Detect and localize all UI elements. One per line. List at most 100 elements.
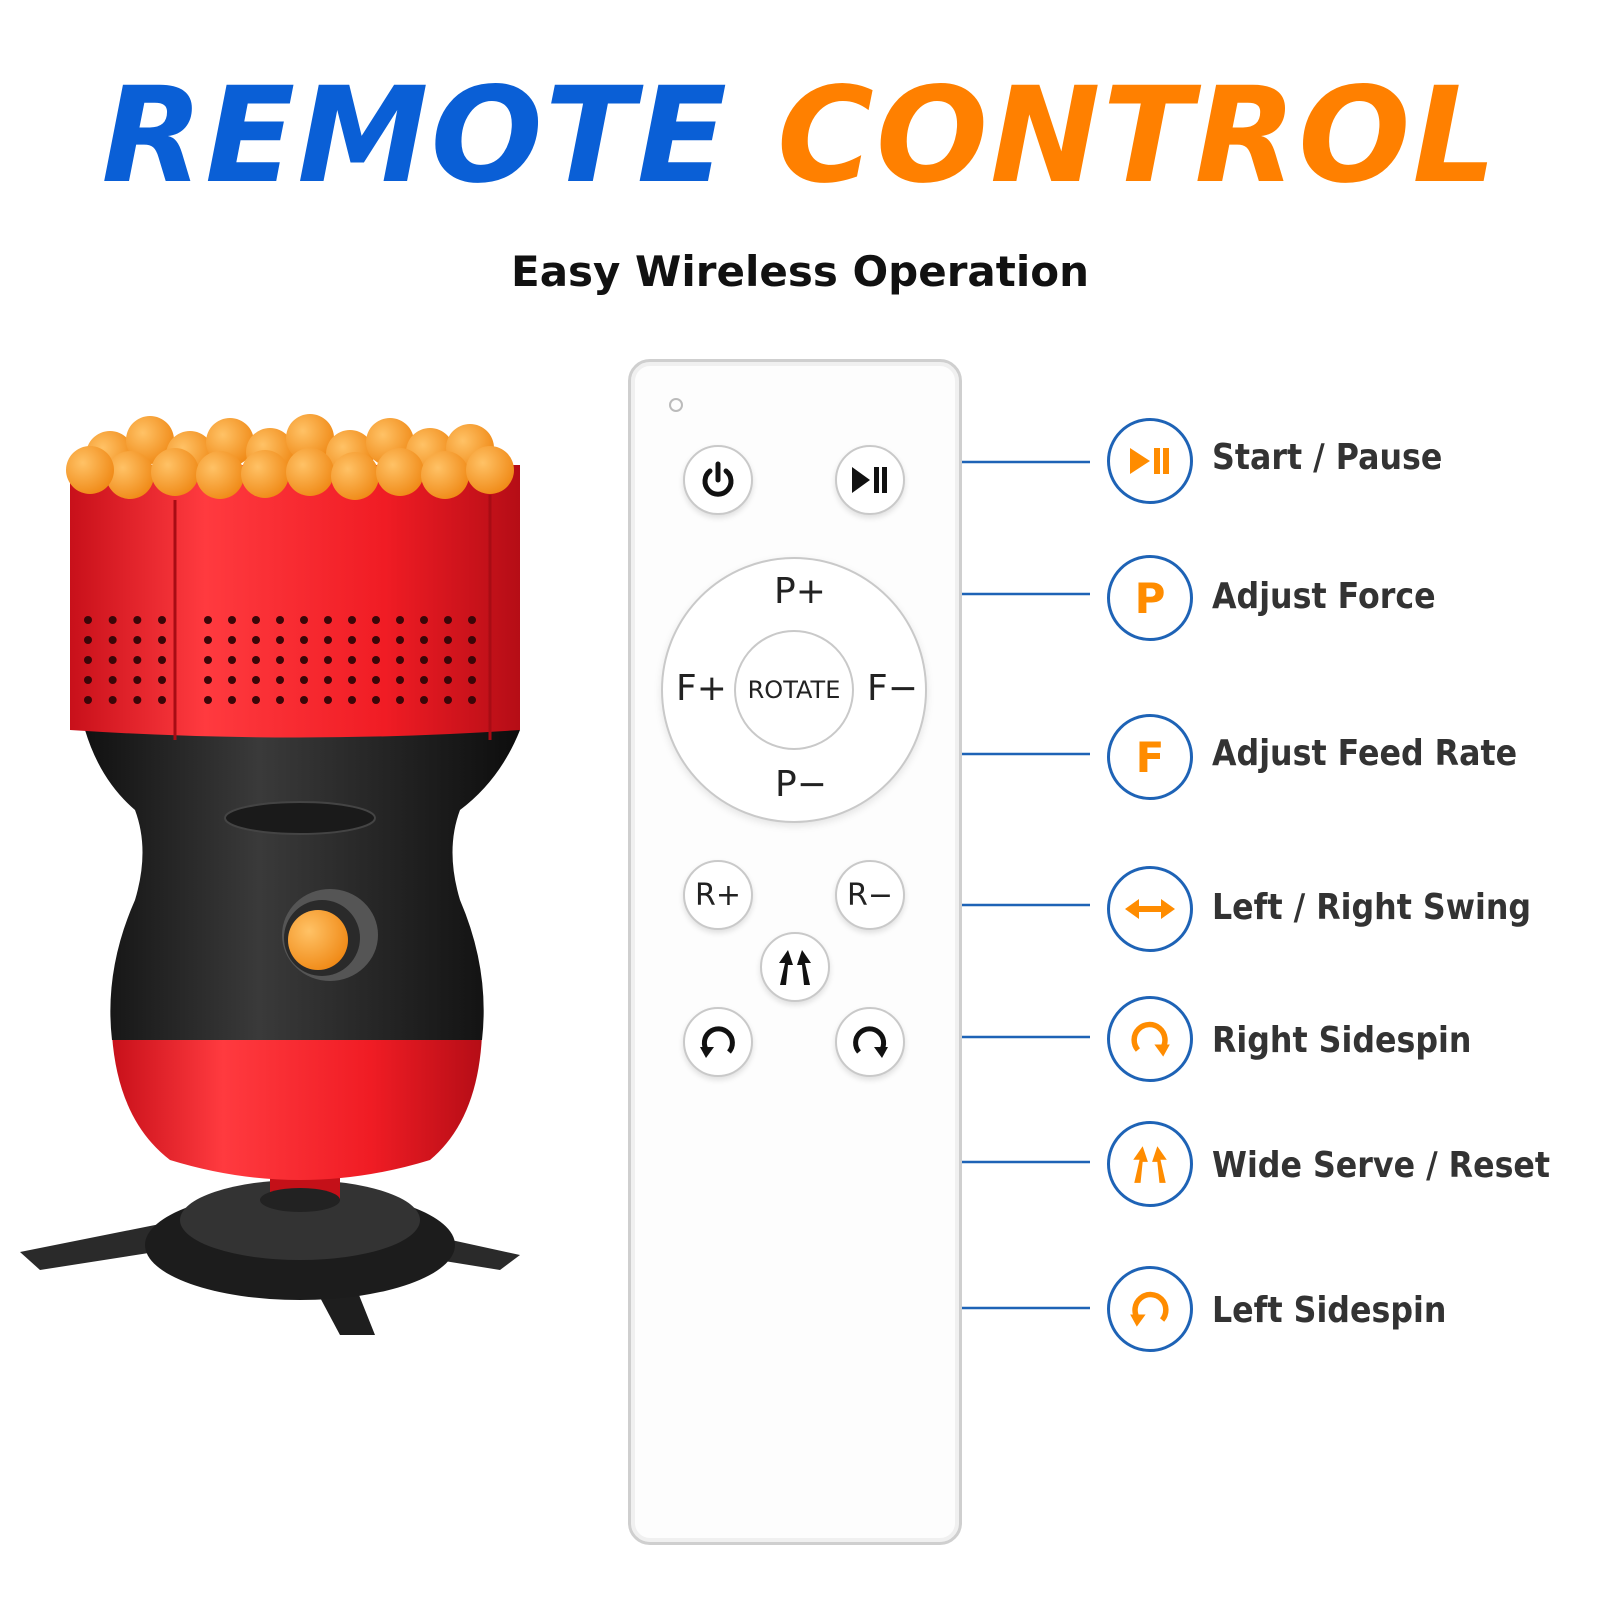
vent-hole	[444, 616, 452, 624]
ping-pong-ball	[331, 452, 379, 500]
ping-pong-ball	[376, 448, 424, 496]
vent-hole	[372, 676, 380, 684]
vent-hole	[468, 676, 476, 684]
vent-hole	[204, 676, 212, 684]
vent-hole	[420, 696, 428, 704]
vent-hole	[133, 656, 142, 664]
vent-hole	[300, 656, 308, 664]
legend-icon-feed-rate: F	[1107, 714, 1193, 800]
legend-icon-start-pause	[1107, 418, 1193, 504]
ping-pong-ball	[466, 446, 514, 494]
robot-machine-illustration	[20, 414, 520, 1335]
vent-hole	[133, 616, 142, 624]
power-icon	[702, 461, 734, 497]
legend-icon-swing	[1107, 866, 1193, 952]
vent-hole	[108, 696, 117, 704]
vent-hole	[444, 636, 452, 644]
vent-hole	[158, 616, 166, 624]
vent-hole	[84, 656, 92, 664]
counterclockwise-arrow-icon	[1130, 1291, 1169, 1327]
power-button[interactable]	[683, 445, 753, 515]
legend-label-swing: Left / Right Swing	[1212, 887, 1532, 928]
r-minus-label: R−	[847, 877, 893, 913]
ping-pong-ball	[421, 451, 469, 499]
indicator-led	[669, 398, 683, 412]
outlet-ball	[288, 910, 348, 970]
vent-hole	[158, 656, 166, 664]
r-plus-label: R+	[695, 877, 741, 913]
legend-label-start-pause: Start / Pause	[1212, 437, 1443, 478]
vent-hole	[420, 656, 428, 664]
counterclockwise-arrow-icon	[700, 1026, 735, 1058]
ping-pong-ball	[286, 448, 334, 496]
vent-hole	[348, 656, 356, 664]
legend-label-right-sidespin: Right Sidespin	[1212, 1020, 1472, 1061]
vent-hole	[468, 656, 476, 664]
vent-hole	[396, 656, 404, 664]
vent-hole	[228, 676, 236, 684]
p-plus-button[interactable]: P+	[774, 571, 826, 612]
vent-hole	[300, 616, 308, 624]
vent-hole	[468, 696, 476, 704]
vent-hole	[348, 696, 356, 704]
wide-serve-button[interactable]	[760, 932, 830, 1002]
ping-pong-ball	[241, 450, 289, 498]
vent-hole	[133, 696, 142, 704]
vent-hole	[252, 636, 260, 644]
vent-hole	[108, 616, 117, 624]
vent-hole	[204, 636, 212, 644]
vent-hole	[252, 616, 260, 624]
right-sidespin-button[interactable]	[835, 1007, 905, 1077]
r-plus-button[interactable]: R+	[683, 860, 753, 930]
f-plus-button[interactable]: F+	[676, 668, 727, 709]
vent-hole	[84, 616, 92, 624]
vent-hole	[84, 676, 92, 684]
vent-hole	[204, 616, 212, 624]
vent-hole	[252, 656, 260, 664]
ping-pong-balls	[66, 414, 514, 500]
vent-hole	[396, 636, 404, 644]
legend-icon-left-sidespin	[1107, 1266, 1193, 1352]
left-right-arrow-icon	[1125, 899, 1175, 919]
vent-hole	[444, 656, 452, 664]
f-minus-button[interactable]: F−	[867, 668, 918, 709]
page-title: REMOTE CONTROL	[0, 70, 1600, 202]
vent-hole	[372, 616, 380, 624]
legend-icon-right-sidespin	[1107, 996, 1193, 1082]
vent-hole	[204, 696, 212, 704]
ping-pong-ball	[106, 451, 154, 499]
vent-hole	[372, 656, 380, 664]
hopper-vent-holes	[84, 616, 476, 704]
legend-label-wide-serve: Wide Serve / Reset	[1212, 1145, 1551, 1186]
vent-hole	[420, 616, 428, 624]
vent-hole	[228, 616, 236, 624]
vent-hole	[420, 636, 428, 644]
r-minus-button[interactable]: R−	[835, 860, 905, 930]
play-pause-icon	[852, 467, 887, 493]
vent-hole	[300, 676, 308, 684]
subtitle: Easy Wireless Operation	[511, 247, 1089, 296]
vent-hole	[396, 676, 404, 684]
title-remote: REMOTE	[101, 59, 730, 213]
p-minus-button[interactable]: P−	[775, 764, 827, 805]
vent-hole	[108, 636, 117, 644]
vent-hole	[158, 696, 166, 704]
start-pause-button[interactable]	[835, 445, 905, 515]
rotate-button[interactable]: ROTATE	[734, 630, 854, 750]
vent-hole	[276, 696, 284, 704]
legend-label-force: Adjust Force	[1212, 576, 1436, 617]
ping-pong-ball	[286, 414, 334, 462]
vent-hole	[396, 616, 404, 624]
vent-hole	[84, 636, 92, 644]
left-sidespin-button[interactable]	[683, 1007, 753, 1077]
vent-hole	[108, 656, 117, 664]
vent-hole	[348, 616, 356, 624]
vent-hole	[300, 696, 308, 704]
vent-hole	[372, 636, 380, 644]
legend-label-feed-rate: Adjust Feed Rate	[1212, 733, 1518, 774]
lower-red-body	[112, 1035, 482, 1180]
vent-hole	[133, 676, 142, 684]
vent-hole	[348, 636, 356, 644]
vent-hole	[133, 636, 142, 644]
vent-hole	[84, 696, 92, 704]
